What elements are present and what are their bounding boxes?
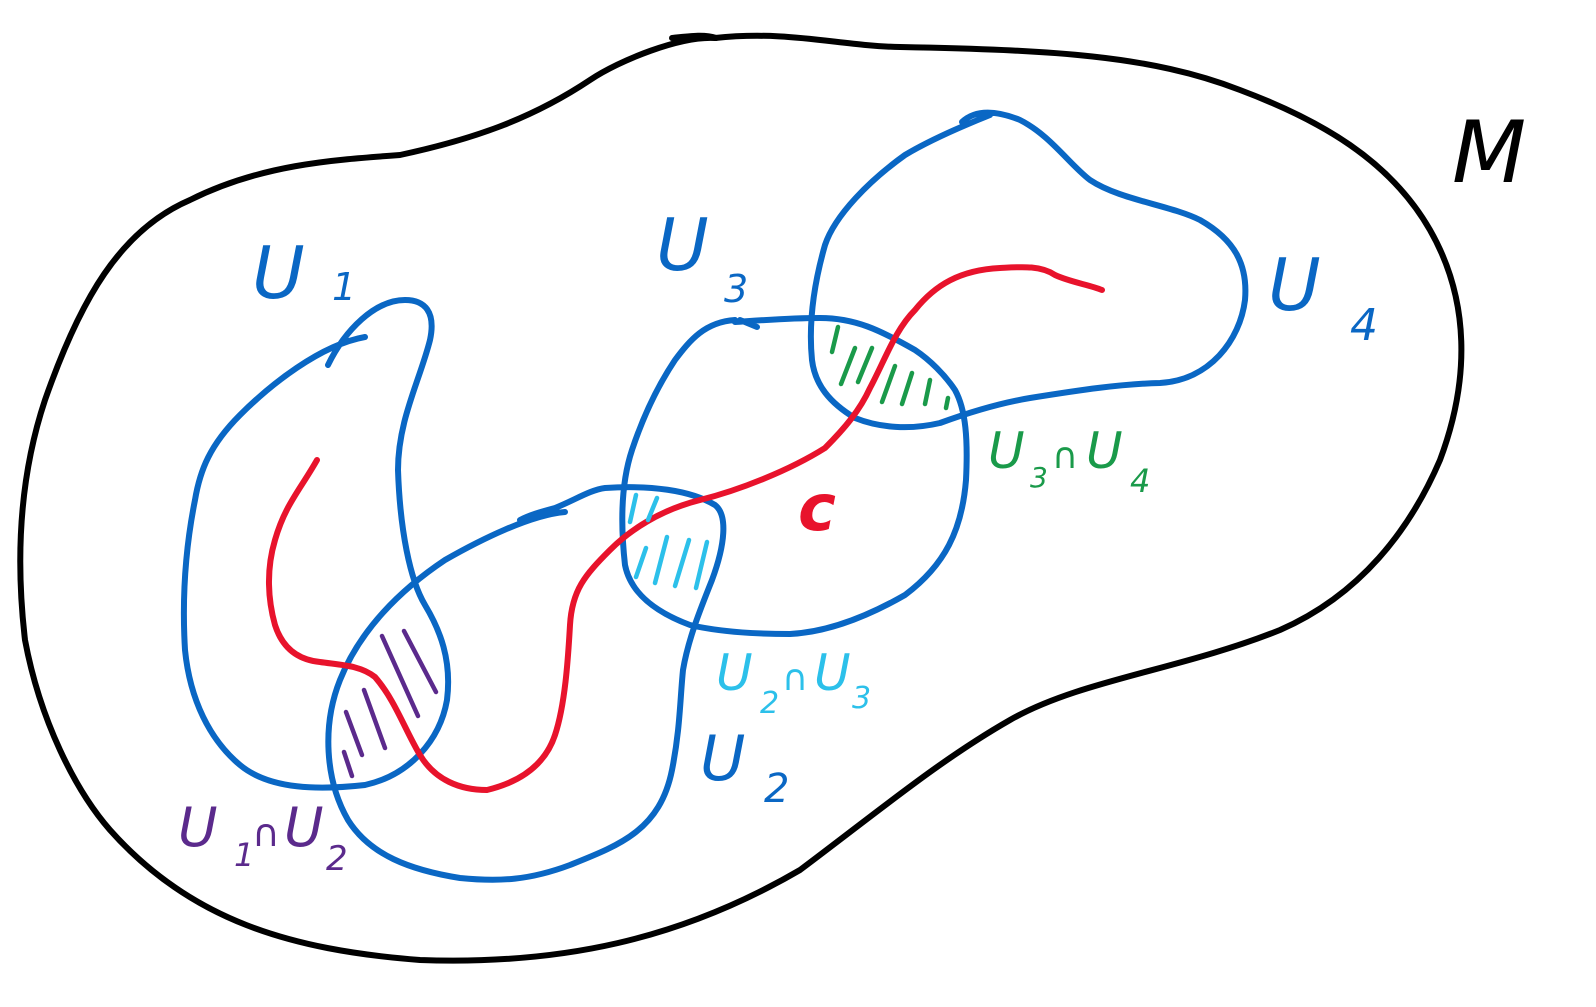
manifold-boundary-overlap xyxy=(669,32,719,41)
hatch-line xyxy=(379,633,421,719)
hatch-line xyxy=(943,395,951,411)
hatch-line xyxy=(341,749,355,779)
label-u4: U 4 xyxy=(1268,243,1378,351)
label-u3-cap-u4-cap: ∩ xyxy=(1052,436,1078,477)
label-u2-cap-u3-a-sub: 2 xyxy=(760,686,779,721)
hatch-line xyxy=(838,345,858,387)
hatch-line xyxy=(672,537,692,589)
hatch-line xyxy=(343,709,365,758)
label-u3-sub: 3 xyxy=(724,267,748,311)
label-u3-cap-u4-b: U xyxy=(1086,422,1123,480)
curve-c xyxy=(266,264,1105,793)
label-u2-cap-u3-cap: ∩ xyxy=(782,658,808,699)
label-u4-sub: 4 xyxy=(1350,300,1378,351)
hatch-u2-cap-u3 xyxy=(627,492,710,591)
label-u1: U 1 xyxy=(252,231,356,315)
label-u3-base: U xyxy=(656,203,709,287)
label-u1-cap-u2-a-sub: 1 xyxy=(234,836,254,874)
label-u3-cap-u4-a: U xyxy=(988,422,1025,480)
label-u1-cap-u2-b-sub: 2 xyxy=(326,839,348,879)
manifold-boundary xyxy=(17,32,1465,964)
hatch-line xyxy=(652,534,670,586)
label-u3-cap-u4-b-sub: 4 xyxy=(1130,462,1150,500)
label-u2-base: U xyxy=(700,722,745,795)
label-u1-cap-u2: U 1 ∩ U 2 xyxy=(178,796,348,879)
label-u3-cap-u4: U 3 ∩ U 4 xyxy=(988,422,1150,500)
hatch-line xyxy=(693,539,710,591)
hatch-line xyxy=(361,687,388,751)
label-u2: U 2 xyxy=(700,722,789,812)
label-u1-base: U xyxy=(252,231,305,315)
label-u1-cap-u2-b: U xyxy=(284,796,324,859)
label-u1-cap-u2-a: U xyxy=(178,796,218,859)
chart-u3 xyxy=(619,315,970,637)
label-u2-sub: 2 xyxy=(764,766,789,812)
label-u2-cap-u3-a: U xyxy=(716,644,753,702)
chart-u1 xyxy=(180,297,452,791)
hatch-line xyxy=(855,345,875,385)
label-u2-cap-u3: U 2 ∩ U 3 xyxy=(716,644,871,721)
chart-u2 xyxy=(325,484,727,883)
hatch-line xyxy=(829,324,841,355)
label-curve: c xyxy=(798,472,836,546)
label-u1-cap-u2-cap: ∩ xyxy=(252,811,280,855)
label-u3-cap-u4-a-sub: 3 xyxy=(1030,461,1048,494)
hatch-line xyxy=(899,370,915,407)
hatch-line xyxy=(401,628,439,695)
label-u3: U 3 xyxy=(656,203,748,311)
label-u2-cap-u3-b: U xyxy=(814,644,851,702)
hatch-u1-cap-u2 xyxy=(341,628,439,779)
hatch-u3-cap-u4 xyxy=(829,324,951,411)
hatch-line xyxy=(633,545,649,580)
label-u1-sub: 1 xyxy=(332,265,356,309)
hatch-line xyxy=(922,377,933,407)
label-manifold: M xyxy=(1452,103,1526,203)
label-u2-cap-u3-b-sub: 3 xyxy=(852,681,871,716)
hatch-line xyxy=(645,495,660,523)
hatch-line xyxy=(627,492,639,525)
hatch-line xyxy=(879,363,898,405)
label-u4-base: U xyxy=(1268,243,1321,327)
chart-u4 xyxy=(807,109,1249,431)
